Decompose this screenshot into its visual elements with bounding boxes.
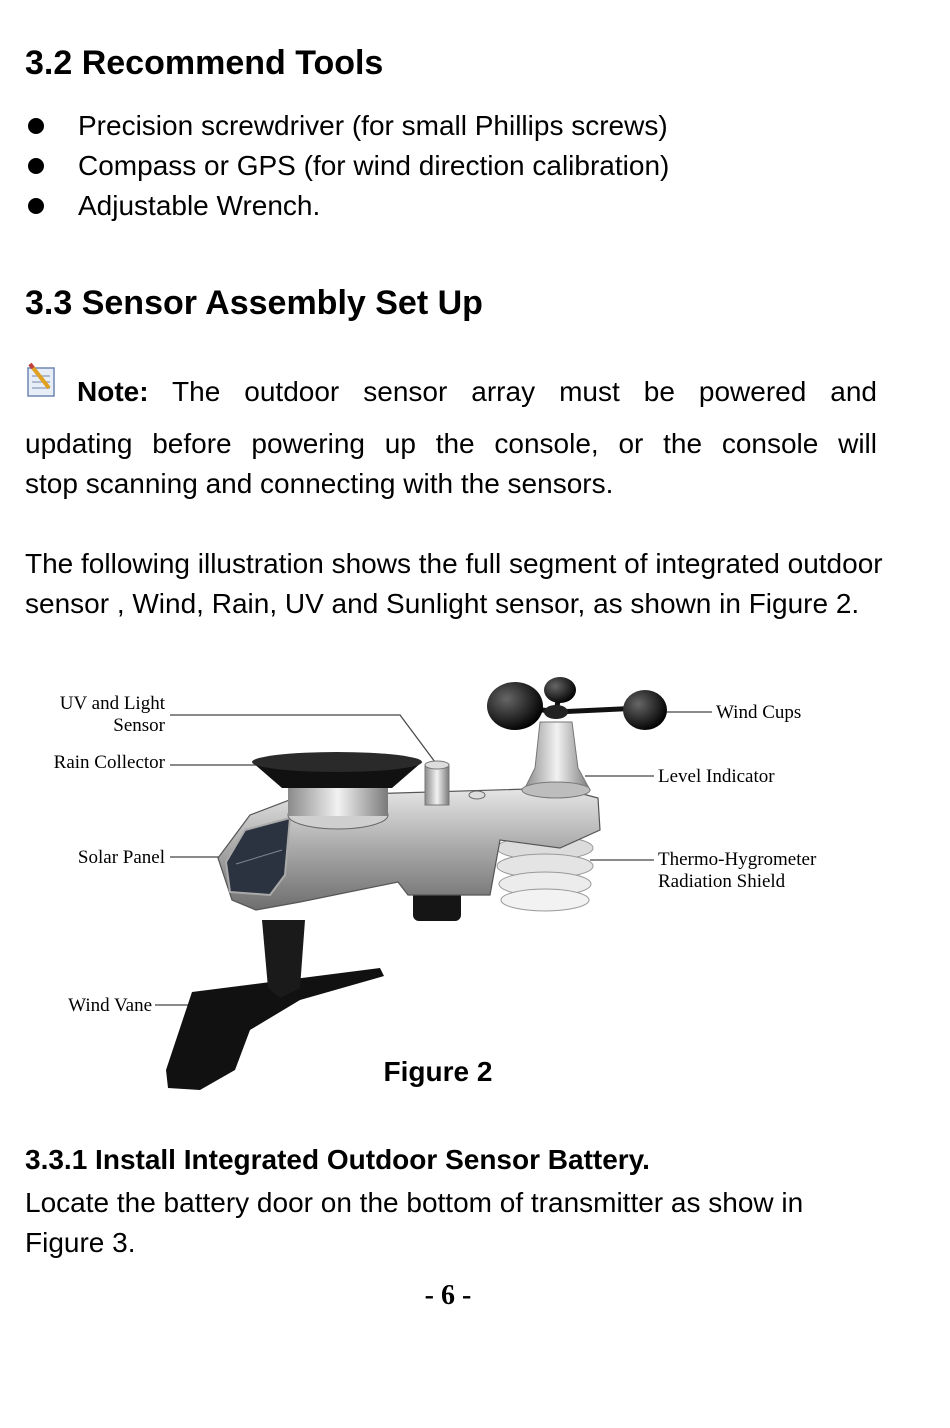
subsection-title-battery: 3.3.1 Install Integrated Outdoor Sensor … bbox=[25, 1144, 650, 1175]
bullet-icon bbox=[28, 158, 44, 174]
callout-uv-light-line2: Sensor bbox=[113, 715, 165, 736]
level-indicator bbox=[468, 790, 486, 800]
note-text-line1: The outdoor sensor array must be powered… bbox=[172, 376, 877, 407]
section-title-recommend-tools: 3.2 Recommend Tools bbox=[25, 44, 384, 82]
sensor-array-illustration: UV and Light Sensor Rain Collector Solar… bbox=[54, 677, 817, 1090]
list-item-text: Adjustable Wrench. bbox=[78, 190, 321, 221]
list-item-text: Compass or GPS (for wind direction calib… bbox=[78, 150, 670, 181]
figure-caption: Figure 2 bbox=[383, 1056, 493, 1087]
callout-wind-cups: Wind Cups bbox=[716, 702, 801, 723]
note-label: Note: bbox=[77, 376, 149, 407]
note-text-line3: stop scanning and connecting with the se… bbox=[25, 468, 614, 499]
wind-vane-shaft bbox=[262, 920, 305, 998]
wind-vane-tail bbox=[166, 968, 384, 1090]
callout-solar-panel: Solar Panel bbox=[78, 847, 165, 868]
callout-level-indicator: Level Indicator bbox=[658, 766, 775, 787]
callout-rain-collector: Rain Collector bbox=[54, 752, 166, 773]
callout-uv-light-line1: UV and Light bbox=[60, 693, 166, 714]
bullet-icon bbox=[28, 118, 44, 134]
callout-thermo-line2: Radiation Shield bbox=[658, 871, 786, 892]
radiation-shield bbox=[496, 835, 594, 912]
note-block: Note: The outdoor sensor array must be p… bbox=[25, 362, 877, 504]
callout-wind-vane: Wind Vane bbox=[68, 995, 152, 1016]
list-item-text: Precision screwdriver (for small Phillip… bbox=[78, 110, 668, 141]
solar-panel bbox=[224, 816, 292, 897]
notepad-icon bbox=[27, 362, 55, 397]
anemometer-mast bbox=[523, 721, 591, 791]
list-item: Precision screwdriver (for small Phillip… bbox=[25, 106, 905, 146]
list-item: Adjustable Wrench. bbox=[25, 186, 905, 226]
bullet-icon bbox=[28, 198, 44, 214]
callout-thermo-line1: Thermo-Hygrometer bbox=[658, 849, 817, 870]
tools-list: Precision screwdriver (for small Phillip… bbox=[25, 106, 905, 226]
note-text-line2: updating before powering up the console,… bbox=[25, 428, 877, 459]
battery-paragraph: Locate the battery door on the bottom of… bbox=[25, 1187, 804, 1258]
list-item: Compass or GPS (for wind direction calib… bbox=[25, 146, 905, 186]
intro-paragraph: The following illustration shows the ful… bbox=[25, 548, 883, 619]
uv-light-sensor bbox=[424, 764, 450, 806]
section-title-sensor-assembly: 3.3 Sensor Assembly Set Up bbox=[25, 284, 483, 322]
wind-cups bbox=[487, 677, 667, 730]
page-number: - 6 - bbox=[424, 1280, 472, 1311]
